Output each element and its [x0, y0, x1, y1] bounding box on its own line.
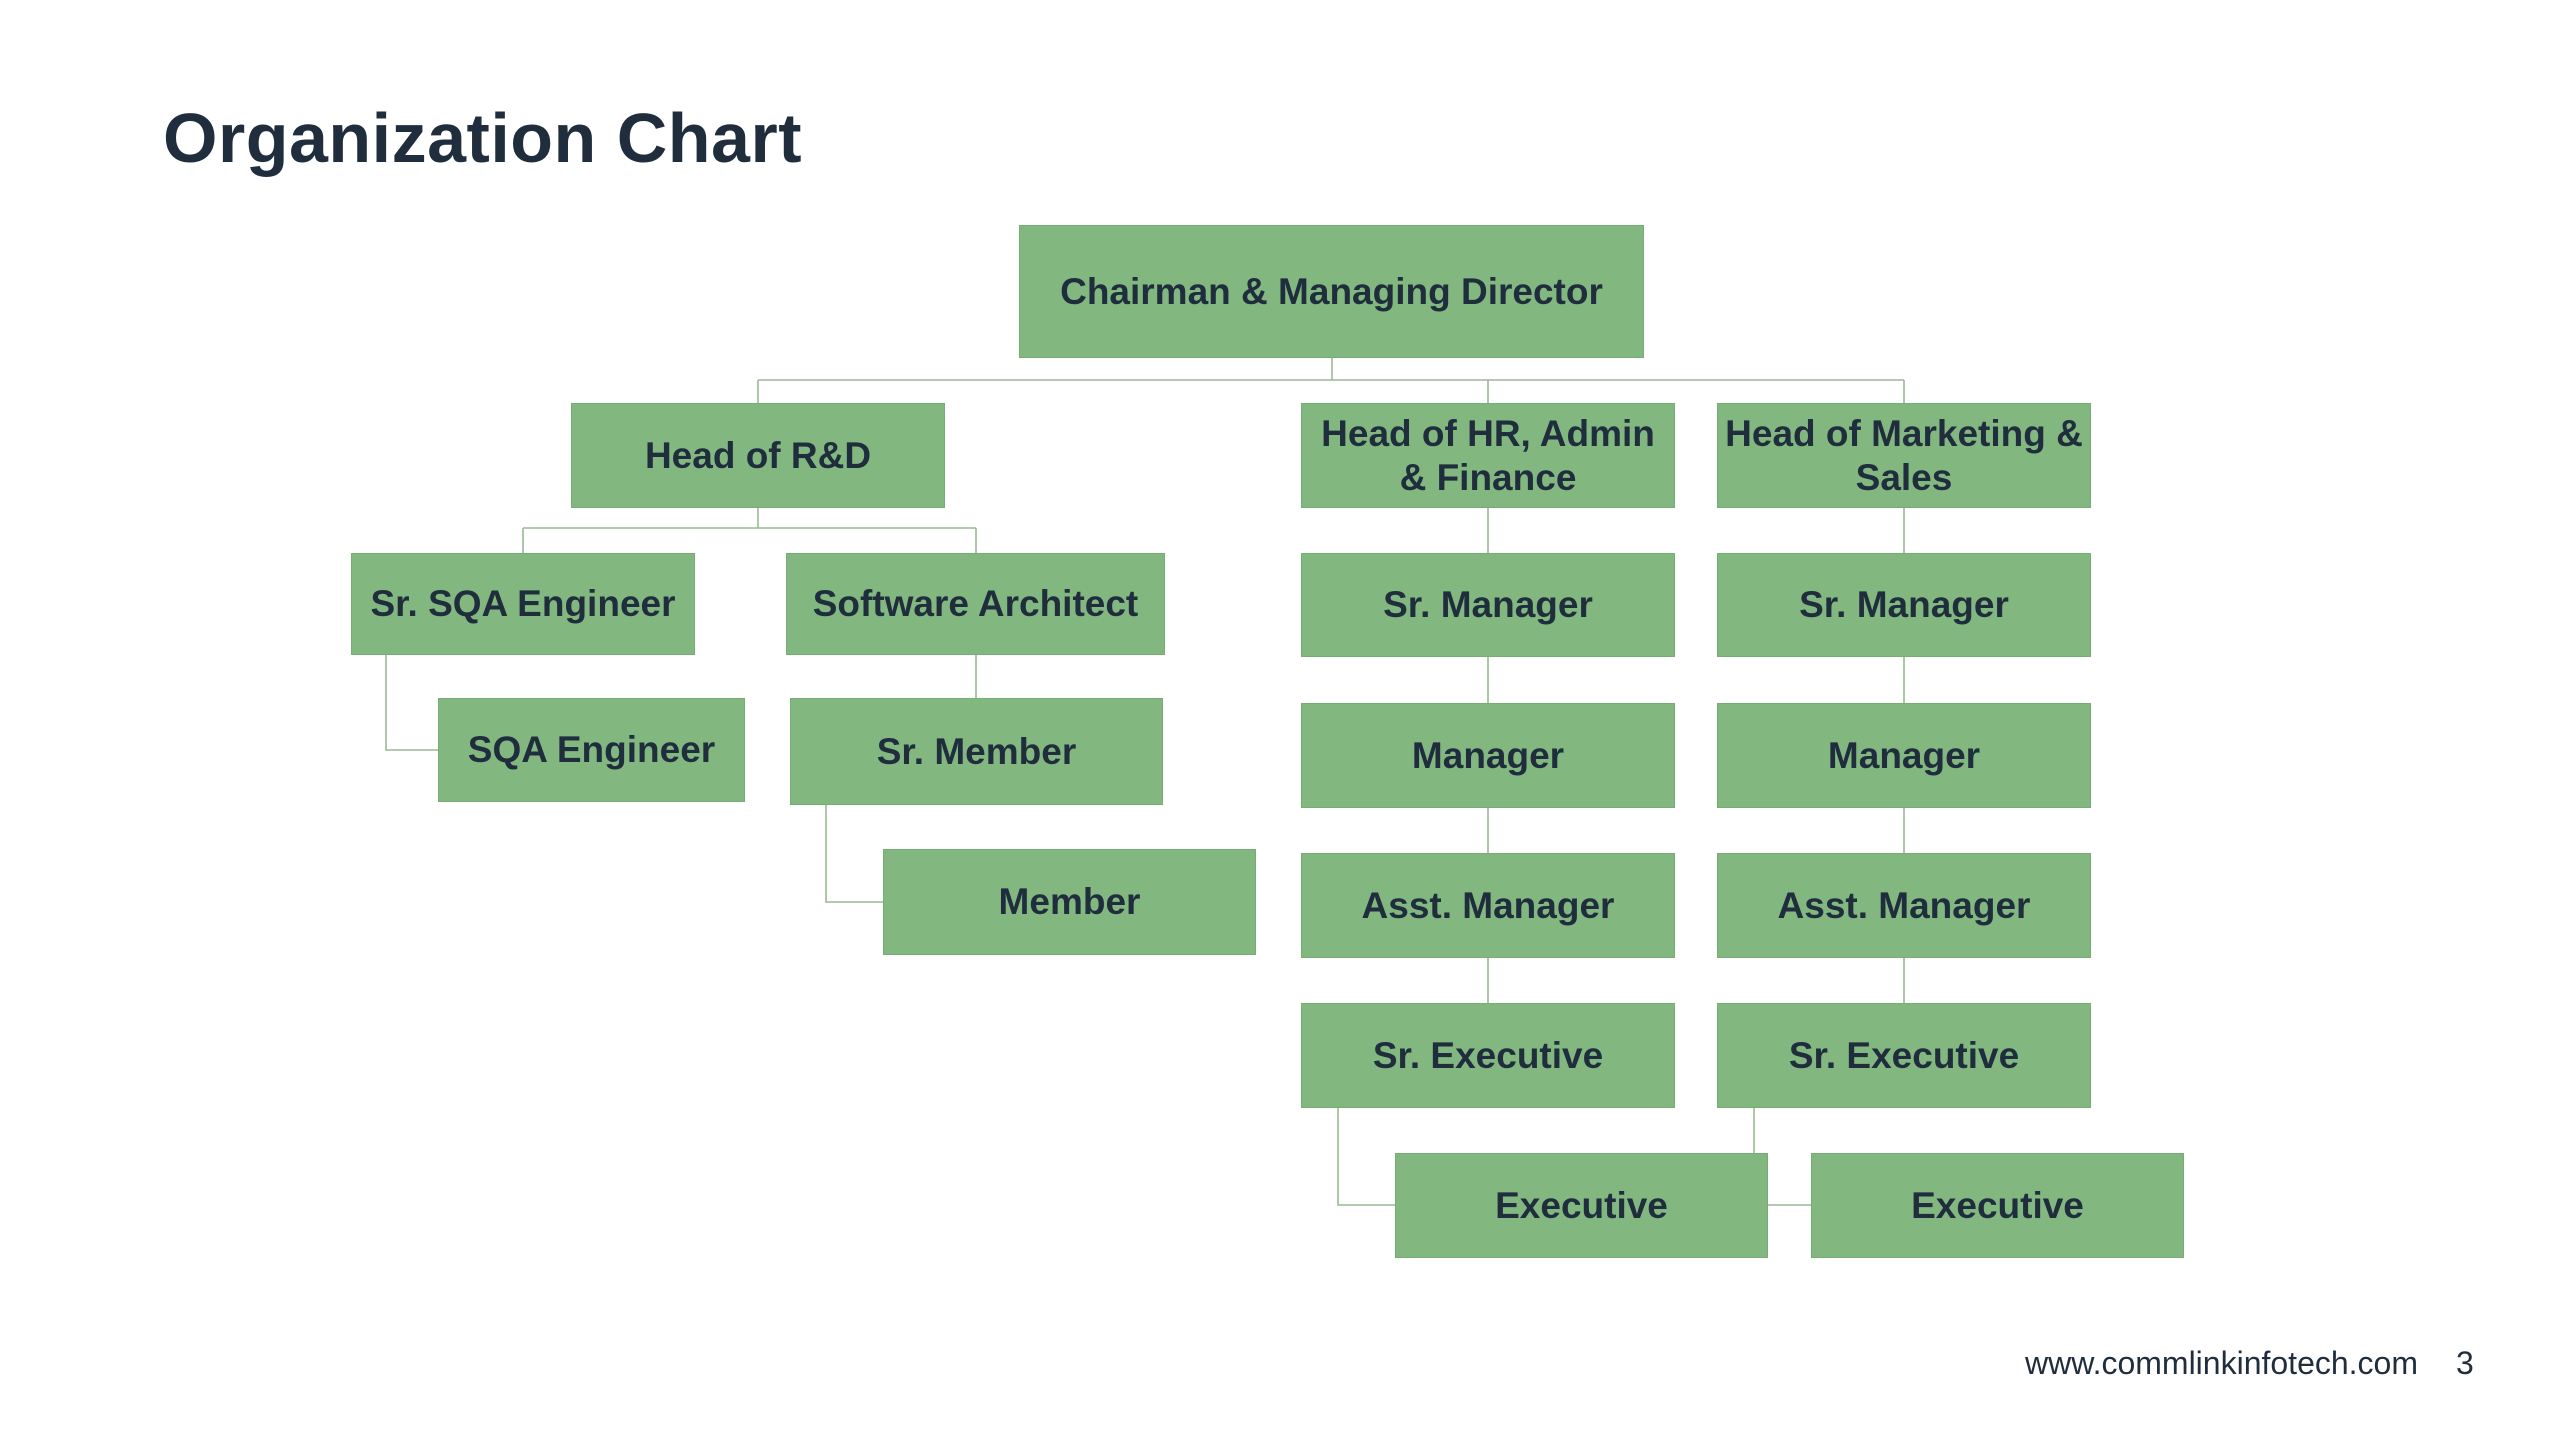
connector-rnd-children: [522, 508, 977, 553]
connector-hr-executive: [1337, 1108, 1395, 1206]
connector-member: [825, 805, 883, 903]
node-mkt-manager: Manager: [1717, 703, 2091, 808]
node-mkt-executive: Executive: [1811, 1153, 2184, 1258]
page-number: 3: [2456, 1345, 2474, 1381]
node-mkt-sr-manager: Sr. Manager: [1717, 553, 2091, 657]
node-mkt-sr-executive: Sr. Executive: [1717, 1003, 2091, 1108]
connector-chairman-heads: [757, 358, 1905, 403]
page-title: Organization Chart: [163, 99, 803, 177]
node-hr-sr-executive: Sr. Executive: [1301, 1003, 1675, 1108]
footer-url: www.commlinkinfotech.com: [2025, 1345, 2418, 1381]
node-hr-executive: Executive: [1395, 1153, 1768, 1258]
node-member: Member: [883, 849, 1256, 955]
node-software-architect: Software Architect: [786, 553, 1165, 655]
node-hr-sr-manager: Sr. Manager: [1301, 553, 1675, 657]
node-hr-manager: Manager: [1301, 703, 1675, 808]
node-head-marketing: Head of Marketing & Sales: [1717, 403, 2091, 508]
node-sr-member: Sr. Member: [790, 698, 1163, 805]
node-mkt-asst-manager: Asst. Manager: [1717, 853, 2091, 958]
node-chairman: Chairman & Managing Director: [1019, 225, 1644, 358]
node-hr-asst-manager: Asst. Manager: [1301, 853, 1675, 958]
node-head-rnd: Head of R&D: [571, 403, 945, 508]
node-sr-sqa-engineer: Sr. SQA Engineer: [351, 553, 695, 655]
node-sqa-engineer: SQA Engineer: [438, 698, 745, 802]
connector-sqa: [385, 655, 438, 751]
node-head-hr: Head of HR, Admin & Finance: [1301, 403, 1675, 508]
